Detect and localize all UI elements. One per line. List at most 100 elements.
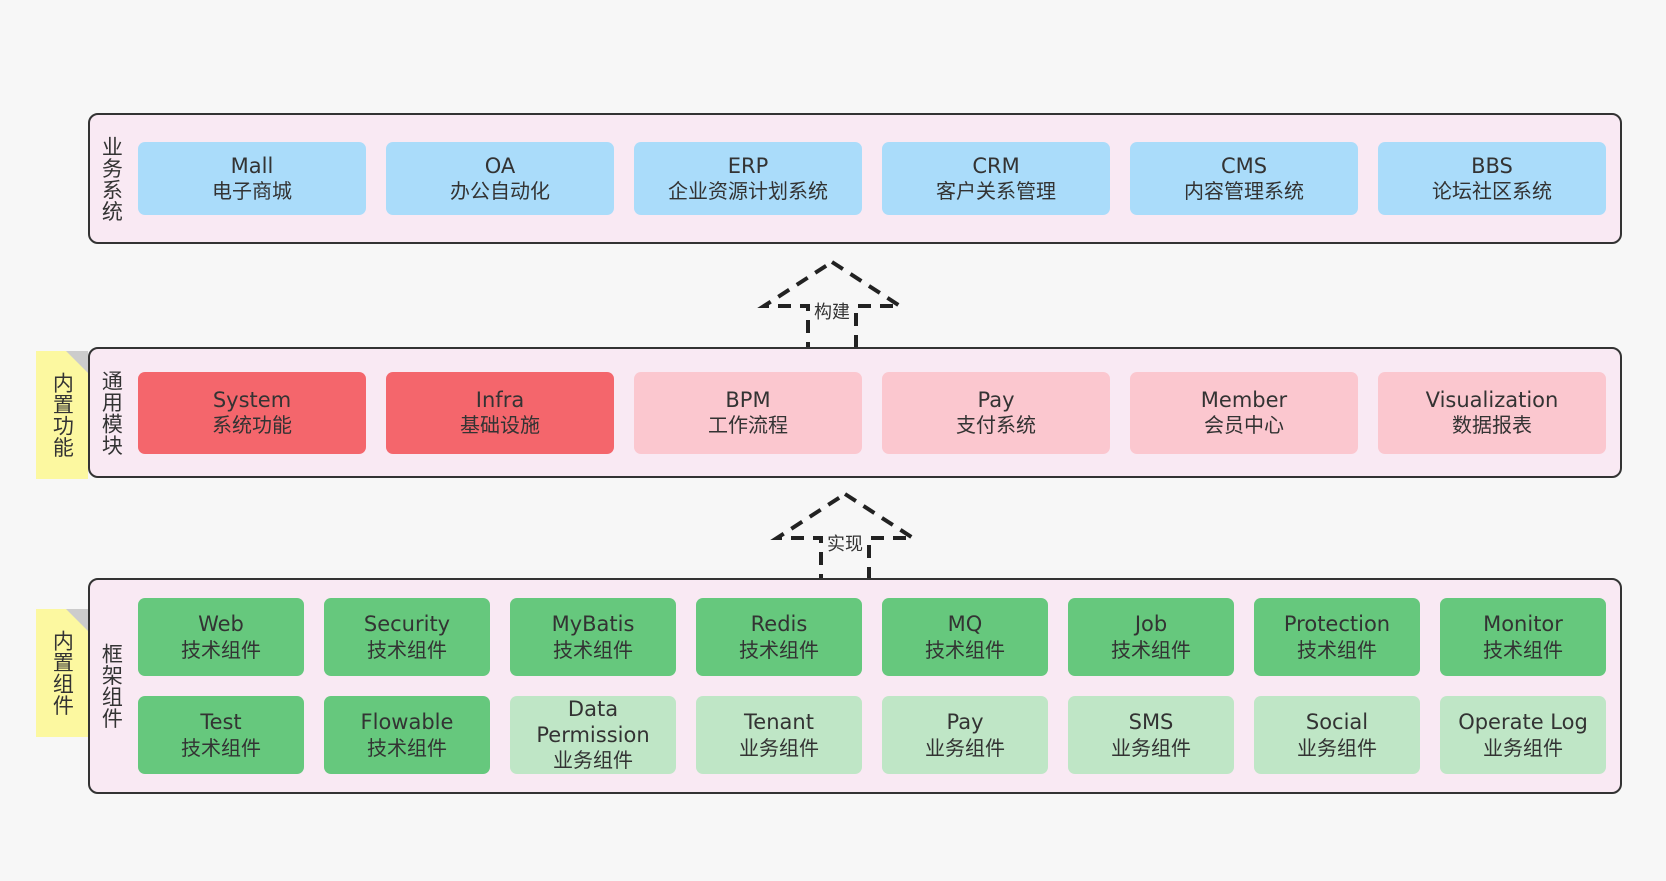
note-builtin-functions: 内置功能 <box>36 351 88 479</box>
card-title-cn: 工作流程 <box>708 413 788 438</box>
layer-common-modules: 通用模块 System 系统功能 Infra 基础设施 BPM 工作流程 Pay… <box>88 347 1622 478</box>
layer-body-common-modules: System 系统功能 Infra 基础设施 BPM 工作流程 Pay 支付系统… <box>132 349 1620 476</box>
card-title-cn: 内容管理系统 <box>1184 179 1304 204</box>
card-job[interactable]: Job 技术组件 <box>1068 598 1234 676</box>
layer-title-common-modules: 通用模块 <box>99 369 124 456</box>
card-operate-log[interactable]: Operate Log 业务组件 <box>1440 696 1606 774</box>
card-tenant[interactable]: Tenant 业务组件 <box>696 696 862 774</box>
layer-body-framework-components: Web 技术组件 Security 技术组件 MyBatis 技术组件 Redi… <box>132 580 1620 792</box>
card-title-en: Operate Log <box>1458 710 1588 734</box>
card-title-en: MyBatis <box>551 612 635 636</box>
card-title-cn: 技术组件 <box>367 735 447 760</box>
card-title-en: Job <box>1134 612 1168 636</box>
card-title-cn: 会员中心 <box>1204 413 1284 438</box>
card-system[interactable]: System 系统功能 <box>138 371 366 454</box>
layer-business-systems: 业务系统 Mall 电子商城 OA 办公自动化 ERP 企业资源计划系统 CRM… <box>88 113 1622 244</box>
card-row: Web 技术组件 Security 技术组件 MyBatis 技术组件 Redi… <box>138 598 1606 676</box>
layer-body-business-systems: Mall 电子商城 OA 办公自动化 ERP 企业资源计划系统 CRM 客户关系… <box>132 115 1620 242</box>
card-security[interactable]: Security 技术组件 <box>324 598 490 676</box>
connector-build-label: 构建 <box>814 302 850 323</box>
card-title-cn: 业务组件 <box>1111 735 1191 760</box>
card-member[interactable]: Member 会员中心 <box>1130 371 1358 454</box>
card-social[interactable]: Social 业务组件 <box>1254 696 1420 774</box>
card-title-cn: 业务组件 <box>553 748 633 773</box>
card-title-cn: 数据报表 <box>1452 413 1532 438</box>
card-title-en: System <box>212 387 292 412</box>
connector-implement: 实现 <box>765 490 925 590</box>
card-mall[interactable]: Mall 电子商城 <box>138 142 366 215</box>
card-title-cn: 技术组件 <box>367 637 447 662</box>
card-cms[interactable]: CMS 内容管理系统 <box>1130 142 1358 215</box>
card-title-cn: 技术组件 <box>181 735 261 760</box>
card-title-en: Web <box>198 612 244 636</box>
card-sms[interactable]: SMS 业务组件 <box>1068 696 1234 774</box>
card-web[interactable]: Web 技术组件 <box>138 598 304 676</box>
card-title-cn: 业务组件 <box>925 735 1005 760</box>
card-erp[interactable]: ERP 企业资源计划系统 <box>634 142 862 215</box>
card-pay-business[interactable]: Pay 业务组件 <box>882 696 1048 774</box>
card-redis[interactable]: Redis 技术组件 <box>696 598 862 676</box>
note-fold-corner-icon <box>66 609 88 631</box>
card-row: Test 技术组件 Flowable 技术组件 Data Permission … <box>138 696 1606 774</box>
card-crm[interactable]: CRM 客户关系管理 <box>882 142 1110 215</box>
card-title-en: Social <box>1305 710 1369 734</box>
card-visualization[interactable]: Visualization 数据报表 <box>1378 371 1606 454</box>
note-label: 内置功能 <box>50 372 75 458</box>
card-title-en: Flowable <box>360 710 454 734</box>
note-label: 内置组件 <box>50 630 75 716</box>
card-title-cn: 技术组件 <box>739 637 819 662</box>
card-title-en: MQ <box>947 612 983 636</box>
card-oa[interactable]: OA 办公自动化 <box>386 142 614 215</box>
card-title-cn: 业务组件 <box>1483 735 1563 760</box>
card-title-en: Visualization <box>1425 387 1559 412</box>
card-title-cn: 业务组件 <box>1297 735 1377 760</box>
card-title-en: Test <box>200 710 242 734</box>
card-mybatis[interactable]: MyBatis 技术组件 <box>510 598 676 676</box>
card-infra[interactable]: Infra 基础设施 <box>386 371 614 454</box>
card-title-en: Protection <box>1283 612 1391 636</box>
card-mq[interactable]: MQ 技术组件 <box>882 598 1048 676</box>
card-title-cn: 技术组件 <box>1111 637 1191 662</box>
card-title-cn: 技术组件 <box>925 637 1005 662</box>
card-title-cn: 论坛社区系统 <box>1432 179 1552 204</box>
card-monitor[interactable]: Monitor 技术组件 <box>1440 598 1606 676</box>
card-title-cn: 客户关系管理 <box>936 179 1056 204</box>
card-title-cn: 办公自动化 <box>450 179 550 204</box>
card-protection[interactable]: Protection 技术组件 <box>1254 598 1420 676</box>
card-title-cn: 系统功能 <box>212 413 292 438</box>
layer-title-business-systems: 业务系统 <box>99 135 124 222</box>
card-data-permission[interactable]: Data Permission 业务组件 <box>510 696 676 774</box>
card-title-cn: 支付系统 <box>956 413 1036 438</box>
card-title-en: BPM <box>725 387 771 412</box>
card-title-en: Tenant <box>744 710 814 734</box>
card-title-en: Monitor <box>1483 612 1563 636</box>
card-title-cn: 技术组件 <box>181 637 261 662</box>
card-title-en: Infra <box>475 387 525 412</box>
card-title-en: SMS <box>1128 710 1174 734</box>
card-bpm[interactable]: BPM 工作流程 <box>634 371 862 454</box>
card-title-cn: 技术组件 <box>1483 637 1563 662</box>
connector-implement-shape <box>770 491 920 588</box>
card-title-en: Mall <box>230 153 274 178</box>
card-title-en: OA <box>484 153 516 178</box>
note-fold-corner-icon <box>66 351 88 373</box>
card-flowable[interactable]: Flowable 技术组件 <box>324 696 490 774</box>
connector-implement-label: 实现 <box>827 534 863 555</box>
connector-build-shape <box>757 259 907 356</box>
card-title-en: Security <box>363 612 451 636</box>
card-title-en: Pay <box>946 710 984 734</box>
card-row: System 系统功能 Infra 基础设施 BPM 工作流程 Pay 支付系统… <box>138 371 1606 454</box>
card-title-cn: 技术组件 <box>1297 637 1377 662</box>
card-bbs[interactable]: BBS 论坛社区系统 <box>1378 142 1606 215</box>
card-title-en: Redis <box>750 612 808 636</box>
note-builtin-components: 内置组件 <box>36 609 88 737</box>
connector-build: 构建 <box>752 258 912 358</box>
card-test[interactable]: Test 技术组件 <box>138 696 304 774</box>
card-title-cn: 技术组件 <box>553 637 633 662</box>
card-pay[interactable]: Pay 支付系统 <box>882 371 1110 454</box>
card-title-en: CRM <box>972 153 1020 178</box>
card-row: Mall 电子商城 OA 办公自动化 ERP 企业资源计划系统 CRM 客户关系… <box>138 142 1606 215</box>
card-title-cn: 基础设施 <box>460 413 540 438</box>
card-title-cn: 业务组件 <box>739 735 819 760</box>
